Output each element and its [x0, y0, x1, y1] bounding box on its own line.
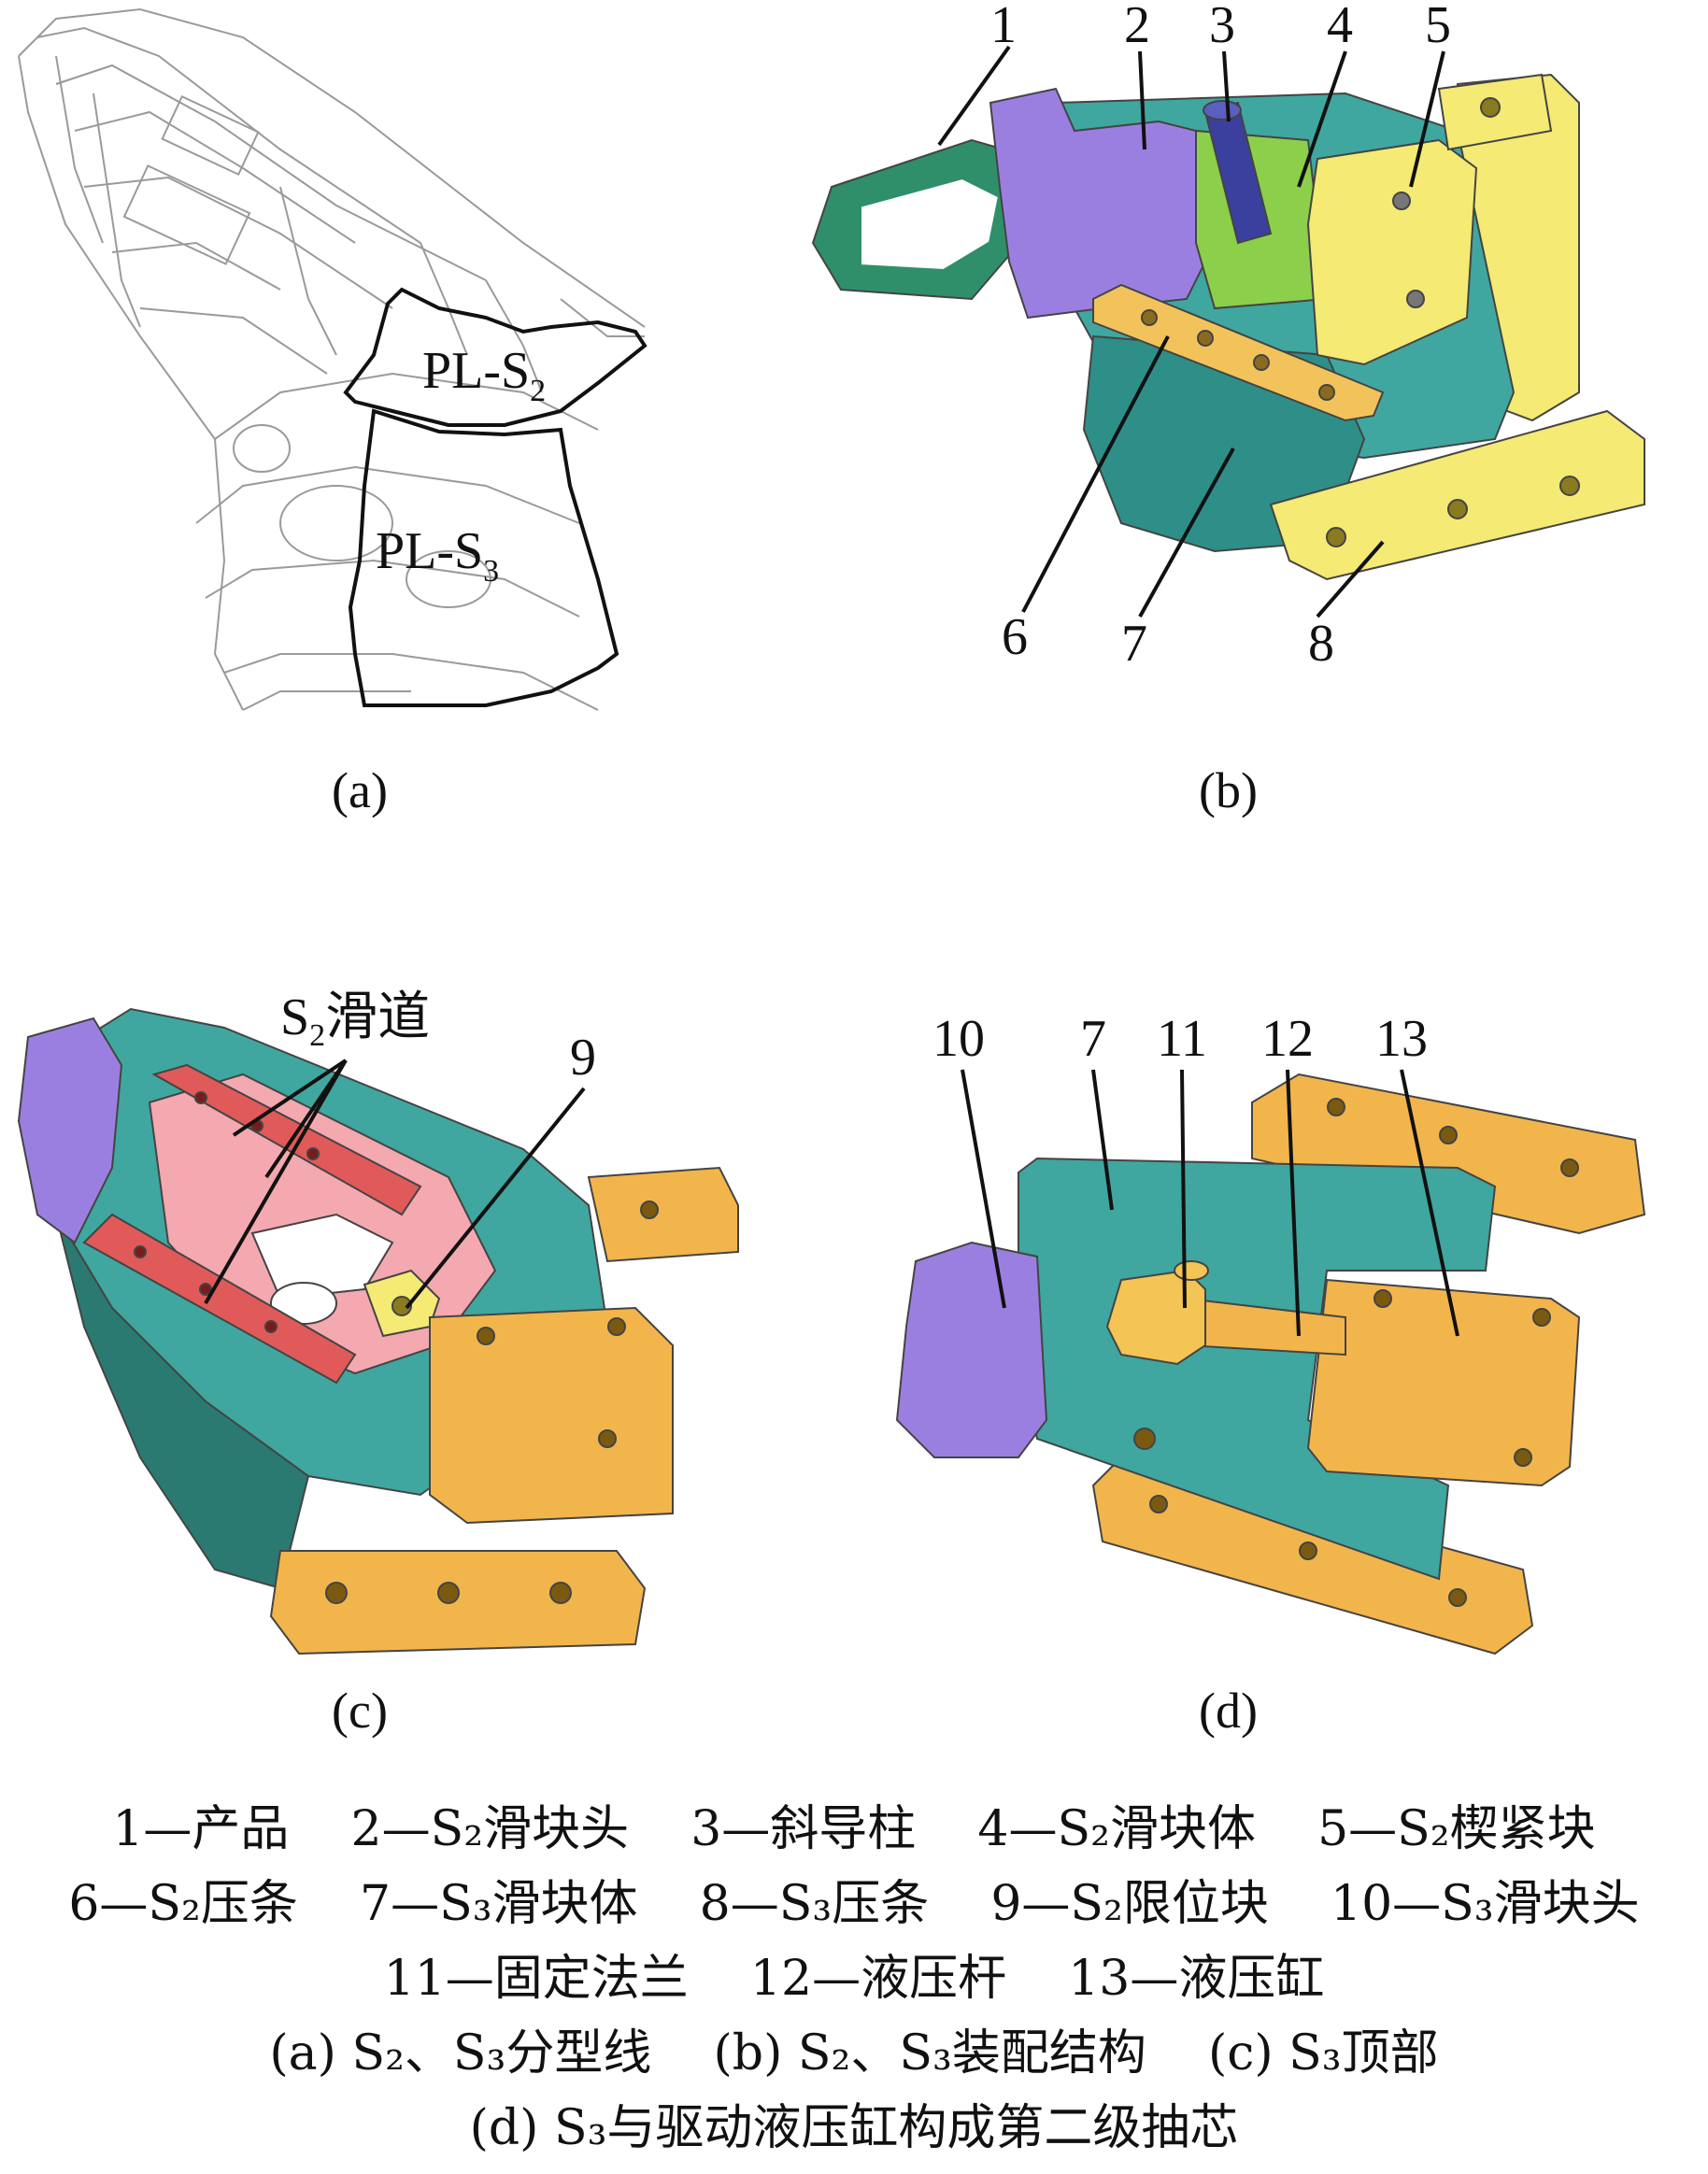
panel-d-label: (d): [1199, 1683, 1258, 1739]
legend-line-2: 6—S₂压条 7—S₃滑块体 8—S₃压条 9—S₂限位块 10—S₃滑块头: [68, 1876, 1640, 1932]
parting-line-label-s2: PL-S2: [422, 342, 546, 408]
parting-line-s3: [348, 408, 619, 707]
svg-text:PL-S2: PL-S2: [422, 342, 546, 408]
panel-b-callouts: 1 2 3 4 5 6 7 8: [990, 0, 1451, 673]
panel-d-hydraulic: [895, 1073, 1646, 1655]
legend-line-1: 1—产品 2—S₂滑块头 3—斜导柱 4—S₂滑块体 5—S₂楔紧块: [112, 1801, 1596, 1857]
panel-c-label: (c): [332, 1683, 388, 1739]
svg-text:S2滑道: S2滑道: [280, 988, 430, 1053]
panel-d-callouts: 10 7 11 12 13: [932, 1010, 1428, 1068]
callout-10: 10: [932, 1010, 985, 1068]
callout-11: 11: [1157, 1010, 1207, 1068]
caption-line-4: (a) S₂、S₃分型线 (b) S₂、S₃装配结构 (c) S₃顶部: [269, 2025, 1439, 2082]
panel-c-leaders: [204, 1059, 586, 1310]
callout-13: 13: [1375, 1010, 1428, 1068]
callout-5: 5: [1425, 0, 1451, 54]
panel-c-callouts: 9: [570, 1029, 596, 1087]
svg-text:PL-S3: PL-S3: [376, 522, 499, 589]
legend-line-3: 11—固定法兰 12—液压杆 13—液压缸: [383, 1951, 1325, 2007]
callout-12: 12: [1261, 1010, 1314, 1068]
callout-6: 6: [1002, 608, 1028, 666]
callout-9: 9: [570, 1029, 596, 1087]
panel-b-leaders: [937, 45, 1445, 618]
panel-a-label: (a): [332, 762, 388, 818]
panel-c-slideway-label: S2滑道: [280, 988, 430, 1053]
callout-8: 8: [1308, 615, 1334, 673]
callout-4: 4: [1327, 0, 1353, 54]
panel-a-wireframe: [18, 7, 646, 711]
caption-line-5: (d) S₃与驱动液压缸构成第二级抽芯: [469, 2100, 1239, 2156]
panel-b-label: (b): [1199, 762, 1258, 818]
callout-7-d: 7: [1080, 1010, 1106, 1068]
panel-c-s3-top: [17, 1007, 739, 1655]
callout-3: 3: [1209, 0, 1235, 54]
callout-2: 2: [1124, 0, 1150, 54]
panel-d-leaders: [961, 1069, 1459, 1337]
callout-7: 7: [1121, 615, 1147, 673]
panel-b-assembly: [811, 73, 1645, 581]
callout-1: 1: [990, 0, 1017, 54]
parting-line-s2: [343, 287, 648, 427]
parting-line-label-s3: PL-S3: [376, 522, 499, 589]
